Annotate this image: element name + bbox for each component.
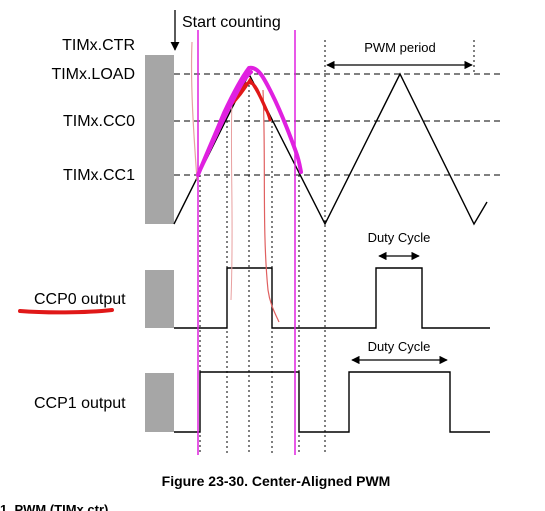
- footer-fragment: 1. PWM (TIMx.ctr): [0, 502, 108, 511]
- ccp0-duty-cycle-label: Duty Cycle: [368, 230, 431, 245]
- level-label-load: TIMx.LOAD: [51, 66, 135, 83]
- red-guide-right: [262, 89, 280, 323]
- ccp1-gray-block: [145, 373, 174, 432]
- ccp1-waveform: [174, 371, 490, 433]
- level-label-cc0: TIMx.CC0: [63, 113, 135, 130]
- counter-waveform: [173, 72, 488, 226]
- level-label-cc1: TIMx.CC1: [63, 167, 135, 184]
- red-guide-center: [230, 99, 233, 301]
- ccp0-gray-block: [145, 270, 174, 328]
- ctr-gray-block: [145, 55, 174, 224]
- magenta-triangle-scribble: [196, 65, 303, 177]
- pink-guide-left: [190, 41, 198, 181]
- figure-caption: Figure 23-30. Center-Aligned PWM: [162, 473, 391, 489]
- ccp1-output-label: CCP1 output: [34, 395, 126, 412]
- pwm-period-label: PWM period: [364, 40, 436, 55]
- level-label-ctr: TIMx.CTR: [62, 37, 135, 54]
- ccp1-duty-cycle-label: Duty Cycle: [368, 339, 431, 354]
- ccp0-output-label: CCP0 output: [34, 291, 126, 308]
- ccp0-waveform: [174, 267, 490, 329]
- start-counting-label: Start counting: [182, 14, 281, 31]
- red-underline-annotation: [18, 308, 114, 315]
